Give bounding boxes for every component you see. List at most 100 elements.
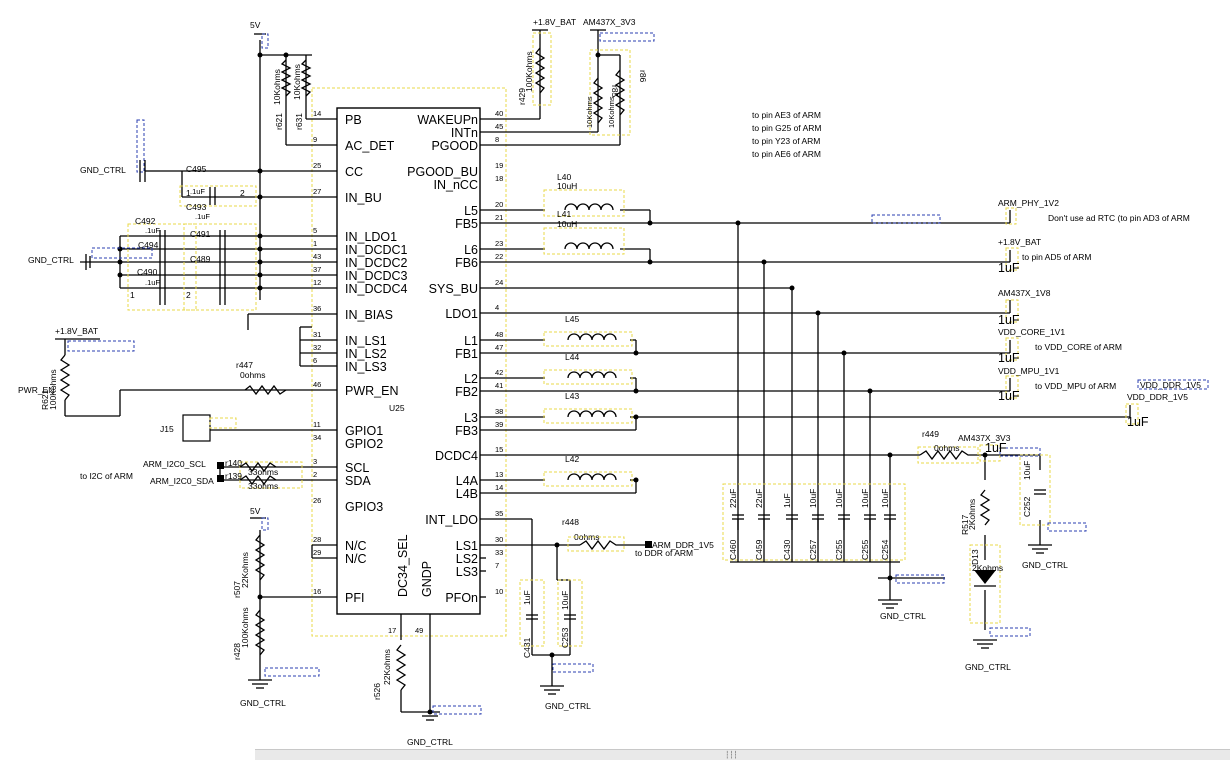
pmic-chip[interactable]: U25 DC34_SEL GNDP 17 49 PB14AC_DET9CC25I…: [311, 87, 507, 637]
pfi-divider[interactable]: 5V r507 22Kohms r428 100Kohms GND_CTRL: [232, 506, 320, 708]
left-pin-label: IN_LS3: [345, 360, 387, 374]
connector-j15[interactable]: J15: [160, 414, 237, 442]
rail-bat[interactable]: +1.8V_BAT 1uF to pin AD5 of ARM: [998, 237, 1091, 275]
right-pin-label: FB3: [455, 424, 478, 438]
svg-text:to VDD_MPU of ARM: to VDD_MPU of ARM: [1035, 381, 1116, 391]
svg-text:r448: r448: [562, 517, 579, 527]
svg-text:GND_CTRL: GND_CTRL: [1022, 560, 1068, 570]
left-pin-label: SDA: [345, 474, 371, 488]
resistor-r631[interactable]: r631 10Kohms: [292, 59, 312, 130]
svg-text:GND_CTRL: GND_CTRL: [240, 698, 286, 708]
cap-value: 10uF: [834, 489, 844, 508]
rail-1v8[interactable]: AM437X_1V8 1uF: [998, 288, 1051, 327]
left-wiring: [65, 40, 337, 680]
svg-text:33ohms: 33ohms: [248, 467, 278, 477]
left-pin-label: GPIO1: [345, 424, 383, 438]
left-pin-label: IN_DCDC3: [345, 269, 408, 283]
right-pin-label: L2: [464, 372, 478, 386]
resistor-r448[interactable]: r448 0ohms ARM_DDR_1V5 to DDR of ARM: [562, 517, 714, 558]
right-pin-number: 38: [495, 407, 503, 416]
svg-text:2: 2: [240, 188, 245, 198]
svg-text:1: 1: [130, 290, 135, 300]
svg-text:C253: C253: [560, 627, 570, 648]
svg-text:100Kohms: 100Kohms: [48, 369, 58, 410]
led-d13[interactable]: R517 2Kohms D13 2Kohms GND_CTRL: [960, 489, 1031, 672]
dc34-gnd[interactable]: r526 22Kohms GND_CTRL: [372, 614, 482, 747]
chip-ref: U25: [389, 403, 405, 413]
horizontal-scrollbar[interactable]: ┆┆┆: [255, 749, 1230, 760]
svg-text:r526: r526: [372, 683, 382, 700]
inductor-l41[interactable]: L41 10uH: [543, 209, 625, 255]
left-pin-number: 31: [313, 330, 321, 339]
cap-ref: C430: [782, 539, 792, 560]
resistor-r621[interactable]: r621 10Kohms: [272, 59, 292, 130]
svg-text:AM437X_1V8: AM437X_1V8: [998, 288, 1051, 298]
rail-ddr[interactable]: VDD_DDR_1V5 1uF: [1125, 392, 1188, 429]
left-pin-number: 32: [313, 343, 321, 352]
svg-text:to pin G25 of ARM: to pin G25 of ARM: [752, 123, 821, 133]
left-pin-label: SCL: [345, 461, 369, 475]
left-pin-label: CC: [345, 165, 363, 179]
scrollbar-grip[interactable]: ┆┆┆: [725, 751, 738, 759]
left-pin-label: IN_BIAS: [345, 308, 393, 322]
left-pin-number: 46: [313, 380, 321, 389]
inductor-l40[interactable]: L40 10uH: [543, 172, 625, 217]
right-pin-number: 7: [495, 561, 499, 570]
left-pin-label: IN_LS1: [345, 334, 387, 348]
svg-text:GND_CTRL: GND_CTRL: [407, 737, 453, 747]
right-pin-label: LDO1: [445, 307, 478, 321]
right-pin-number: 21: [495, 213, 503, 222]
cap-bank-input[interactable]: C492 .1uF C494 C490 C491 C489 .1uF .1uF …: [127, 212, 257, 311]
right-pin-number: 35: [495, 509, 503, 518]
rail-core[interactable]: VDD_CORE_1V1 1uF to VDD_CORE of ARM: [998, 327, 1122, 365]
cap-c495[interactable]: GND_CTRL C495: [80, 119, 207, 182]
svg-text:C491: C491: [190, 229, 211, 239]
right-pin-number: 13: [495, 470, 503, 479]
right-pin-label: LS1: [456, 539, 478, 553]
svg-text:AM437X_3V3: AM437X_3V3: [958, 433, 1011, 443]
resistor-pwr-en-pulldown[interactable]: +1.8V_BAT PWR_EN R621 100Kohms: [18, 326, 135, 416]
inductor-l44[interactable]: L44: [543, 352, 633, 385]
svg-text:10uH: 10uH: [557, 219, 577, 229]
inductor-l43[interactable]: L43: [543, 391, 633, 424]
rail-arm-phy[interactable]: ARM_PHY_1V2 Don't use ad RTC (to pin AD3…: [871, 198, 1190, 225]
left-pin-label: AC_DET: [345, 139, 395, 153]
svg-text:L43: L43: [565, 391, 579, 401]
right-pin-number: 4: [495, 303, 499, 312]
svg-text:5V: 5V: [250, 20, 261, 30]
svg-text:1uF: 1uF: [522, 590, 532, 605]
svg-text:to pin AE3 of ARM: to pin AE3 of ARM: [752, 110, 821, 120]
right-pin-number: 23: [495, 239, 503, 248]
left-pin-label: PFI: [345, 591, 364, 605]
i2c-resistors[interactable]: r140 r139 33ohms 33ohms ARM_I2C0_SCL ARM…: [80, 458, 303, 491]
right-pin-label: LS2: [456, 552, 478, 566]
svg-text:.1uF: .1uF: [145, 226, 160, 235]
left-pin-number: 14: [313, 109, 321, 118]
svg-text:r507: r507: [232, 581, 242, 598]
cap-c252[interactable]: 10uF C252 GND_CTRL: [1019, 454, 1087, 570]
svg-text:to I2C of ARM: to I2C of ARM: [80, 471, 133, 481]
pwr-en-net: PWR_EN: [18, 385, 54, 395]
cap-c493[interactable]: 1 2 .1uF C493: [179, 185, 257, 212]
svg-text:2Kohms: 2Kohms: [967, 499, 977, 530]
svg-text:10uH: 10uH: [557, 181, 577, 191]
cap-value: 10uF: [880, 489, 890, 508]
svg-text:L45: L45: [565, 314, 579, 324]
resistor-r447[interactable]: r447 0ohms: [236, 360, 287, 396]
output-cap-bank[interactable]: 22uFC46022uFC4591uFC43010uFC25710uFC2551…: [722, 483, 945, 621]
rail-mpu[interactable]: VDD_MPU_1V1 1uF to VDD_MPU of ARM VDD_DD…: [998, 366, 1209, 403]
chip-pin-49-num: 49: [415, 626, 423, 635]
resistor-r449[interactable]: r449 0ohms AM437X_3V3 1uF: [917, 429, 1041, 464]
right-pin-label: L6: [464, 243, 478, 257]
inductor-l45[interactable]: L45: [543, 314, 633, 347]
ldo-caps[interactable]: 1uF C431 10uF C253 GND_CTRL: [519, 579, 594, 711]
left-pin-number: 9: [313, 135, 317, 144]
inductor-l42[interactable]: L42: [543, 454, 633, 487]
wakeup-pullups[interactable]: +1.8V_BAT AM437X_3V3 r429 100Kohms r85 r…: [517, 17, 655, 136]
chip-left-pins: PB14AC_DET9CC25IN_BU27IN_LDO15IN_DCDC11I…: [313, 109, 408, 605]
svg-text:GND_CTRL: GND_CTRL: [28, 255, 74, 265]
cap-value: 10uF: [860, 489, 870, 508]
right-pin-label: IN_nCC: [434, 178, 478, 192]
